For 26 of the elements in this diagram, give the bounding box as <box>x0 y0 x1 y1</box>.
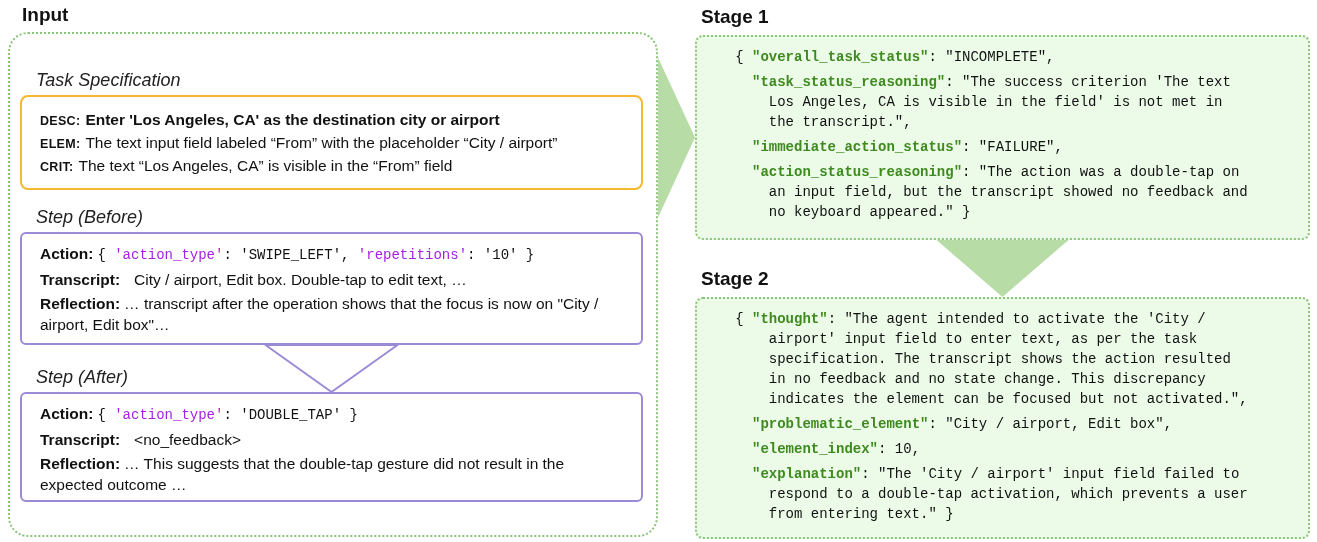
section-heading: Step (Before) <box>36 207 144 228</box>
step-line: Reflection: … transcript after the operation shows that the focus is now on "City / airport, Edit box"… <box>40 294 600 335</box>
section-heading: Input <box>22 4 69 26</box>
spec-line: DESC: Enter 'Los Angeles, CA' as the destination city or airport <box>40 110 501 130</box>
json-line: "element_index": 10, <box>752 440 922 459</box>
json-line: "action_status_reasoning": "The action was a double-tap on an input field, but the transcript showed no feedback and no keyboard appeared." } <box>752 163 1249 222</box>
step-line: Action: { 'action_type': 'DOUBLE_TAP' } <box>40 404 359 425</box>
json-line: "task_status_reasoning": "The success criterion 'The text Los Angeles, CA is visible in the field' is not met in the transcript.", <box>752 73 1232 132</box>
json-line: { "overall_task_status": "INCOMPLETE", <box>735 48 1056 67</box>
arrow <box>936 240 1069 297</box>
json-line: "problematic_element": "City / airport, Edit box", <box>752 415 1174 434</box>
json-line: "explanation": "The 'City / airport' input field failed to respond to a double-tap activation, which prevents a user from entering text." } <box>752 465 1249 524</box>
step-line: Reflection: … This suggests that the double-tap gesture did not result in the expected outcome … <box>40 454 566 495</box>
json-line: "immediate_action_status": "FAILURE", <box>752 138 1064 157</box>
section-heading: Stage 1 <box>701 6 769 28</box>
json-line: { "thought": "The agent intended to activate the 'City / airport' input field to enter text, as per the task specification. The transcript shows the action resulted in no feedback and no state change. This discrepancy indicates the element can be focused but not activated.", <box>735 310 1249 409</box>
section-heading: Task Specification <box>36 70 181 91</box>
arrow <box>658 57 695 218</box>
spec-line: CRIT: The text “Los Angeles, CA” is visible in the “From” field <box>40 156 454 176</box>
arrow <box>264 344 399 393</box>
step-line: Action: { 'action_type': 'SWIPE_LEFT', 'repetitions': '10' } <box>40 244 536 265</box>
step-line: Transcript: <no_feedback> <box>40 430 242 450</box>
section-heading: Stage 2 <box>701 268 769 290</box>
section-heading: Step (After) <box>36 367 129 388</box>
step-line: Transcript: City / airport, Edit box. Double-tap to edit text, … <box>40 270 468 290</box>
spec-line: ELEM: The text input field labeled “From” with the placeholder “City / airport” <box>40 133 559 153</box>
